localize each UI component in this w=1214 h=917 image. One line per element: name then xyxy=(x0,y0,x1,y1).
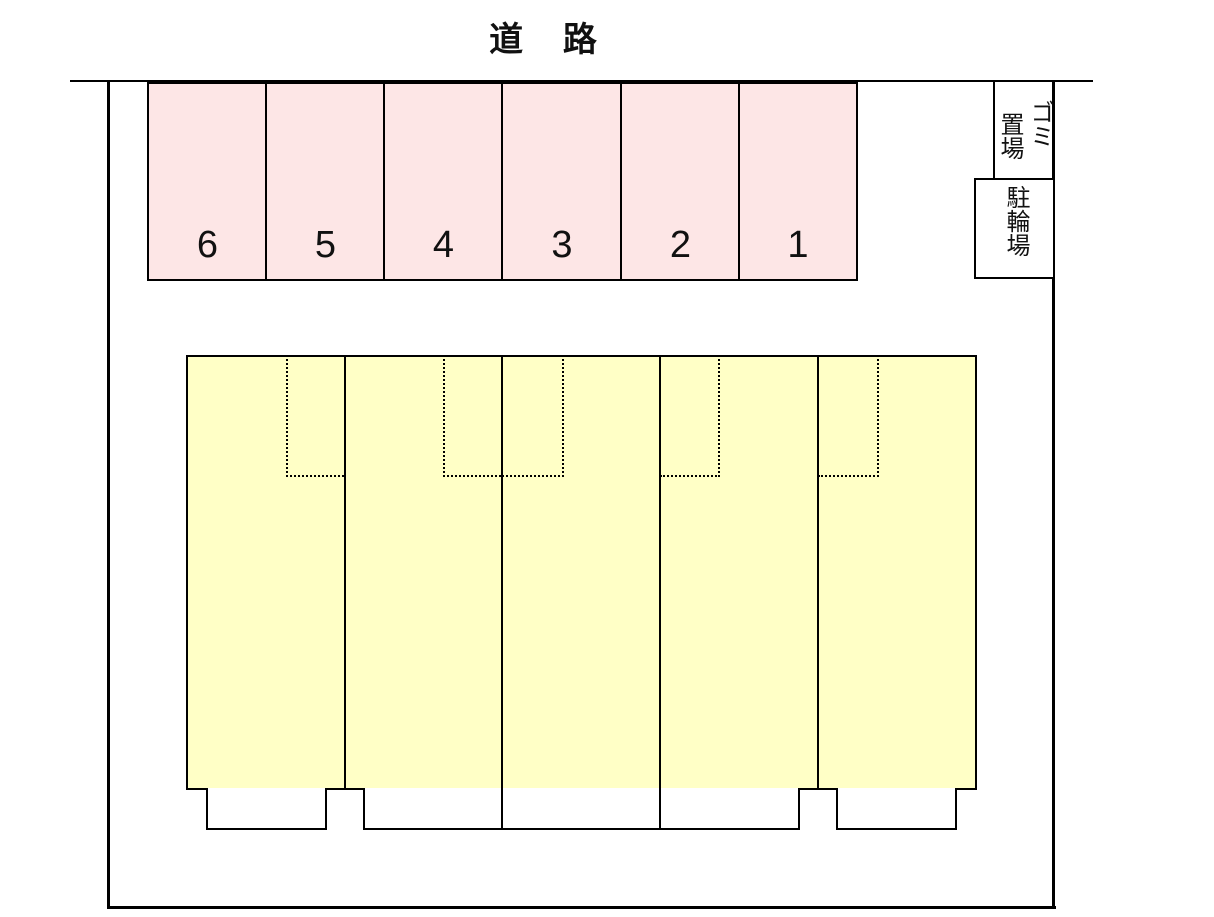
building-unit-2[interactable] xyxy=(344,355,505,790)
road-label: 道 路 xyxy=(489,20,611,60)
balcony-unit-3 xyxy=(501,788,662,830)
parking-number: 4 xyxy=(432,224,455,266)
entrance-outline xyxy=(502,359,564,477)
parking-number: 6 xyxy=(196,224,219,266)
parking-number: 2 xyxy=(669,224,692,266)
entrance-outline xyxy=(286,359,348,477)
balcony-unit-5 xyxy=(836,788,957,830)
building-unit-1[interactable] xyxy=(186,355,348,790)
road-boundary-line xyxy=(70,80,1093,82)
building-unit-5[interactable] xyxy=(817,355,977,790)
parking-space-2[interactable]: 2 xyxy=(620,82,741,281)
garbage-label-line1: ゴミ xyxy=(1026,100,1054,148)
parking-number: 3 xyxy=(551,224,573,266)
property-right-boundary xyxy=(1052,80,1055,909)
property-left-boundary xyxy=(107,80,110,909)
balcony-unit-1 xyxy=(206,788,327,830)
building-unit-3[interactable] xyxy=(501,355,662,790)
garbage-label-line2: 置場 xyxy=(996,112,1024,160)
parking-space-1[interactable]: 1 xyxy=(738,82,858,281)
garbage-area[interactable]: ゴミ 置場 xyxy=(993,80,1055,180)
entrance-outline xyxy=(660,359,720,477)
property-bottom-boundary xyxy=(107,906,1056,909)
entrance-outline xyxy=(443,359,505,477)
entrance-outline xyxy=(818,359,879,477)
parking-number: 5 xyxy=(314,224,337,266)
parking-space-3[interactable]: 3 xyxy=(501,82,623,281)
parking-number: 1 xyxy=(787,224,809,266)
balcony-unit-4 xyxy=(659,788,800,830)
building-unit-4[interactable] xyxy=(659,355,820,790)
parking-space-5[interactable]: 5 xyxy=(265,82,386,281)
bicycle-parking[interactable]: 駐輪場 xyxy=(974,178,1055,279)
balcony-unit-2 xyxy=(363,788,504,830)
parking-space-6[interactable]: 6 xyxy=(147,82,268,281)
bicycle-parking-label: 駐輪場 xyxy=(1002,185,1030,257)
parking-space-4[interactable]: 4 xyxy=(383,82,504,281)
